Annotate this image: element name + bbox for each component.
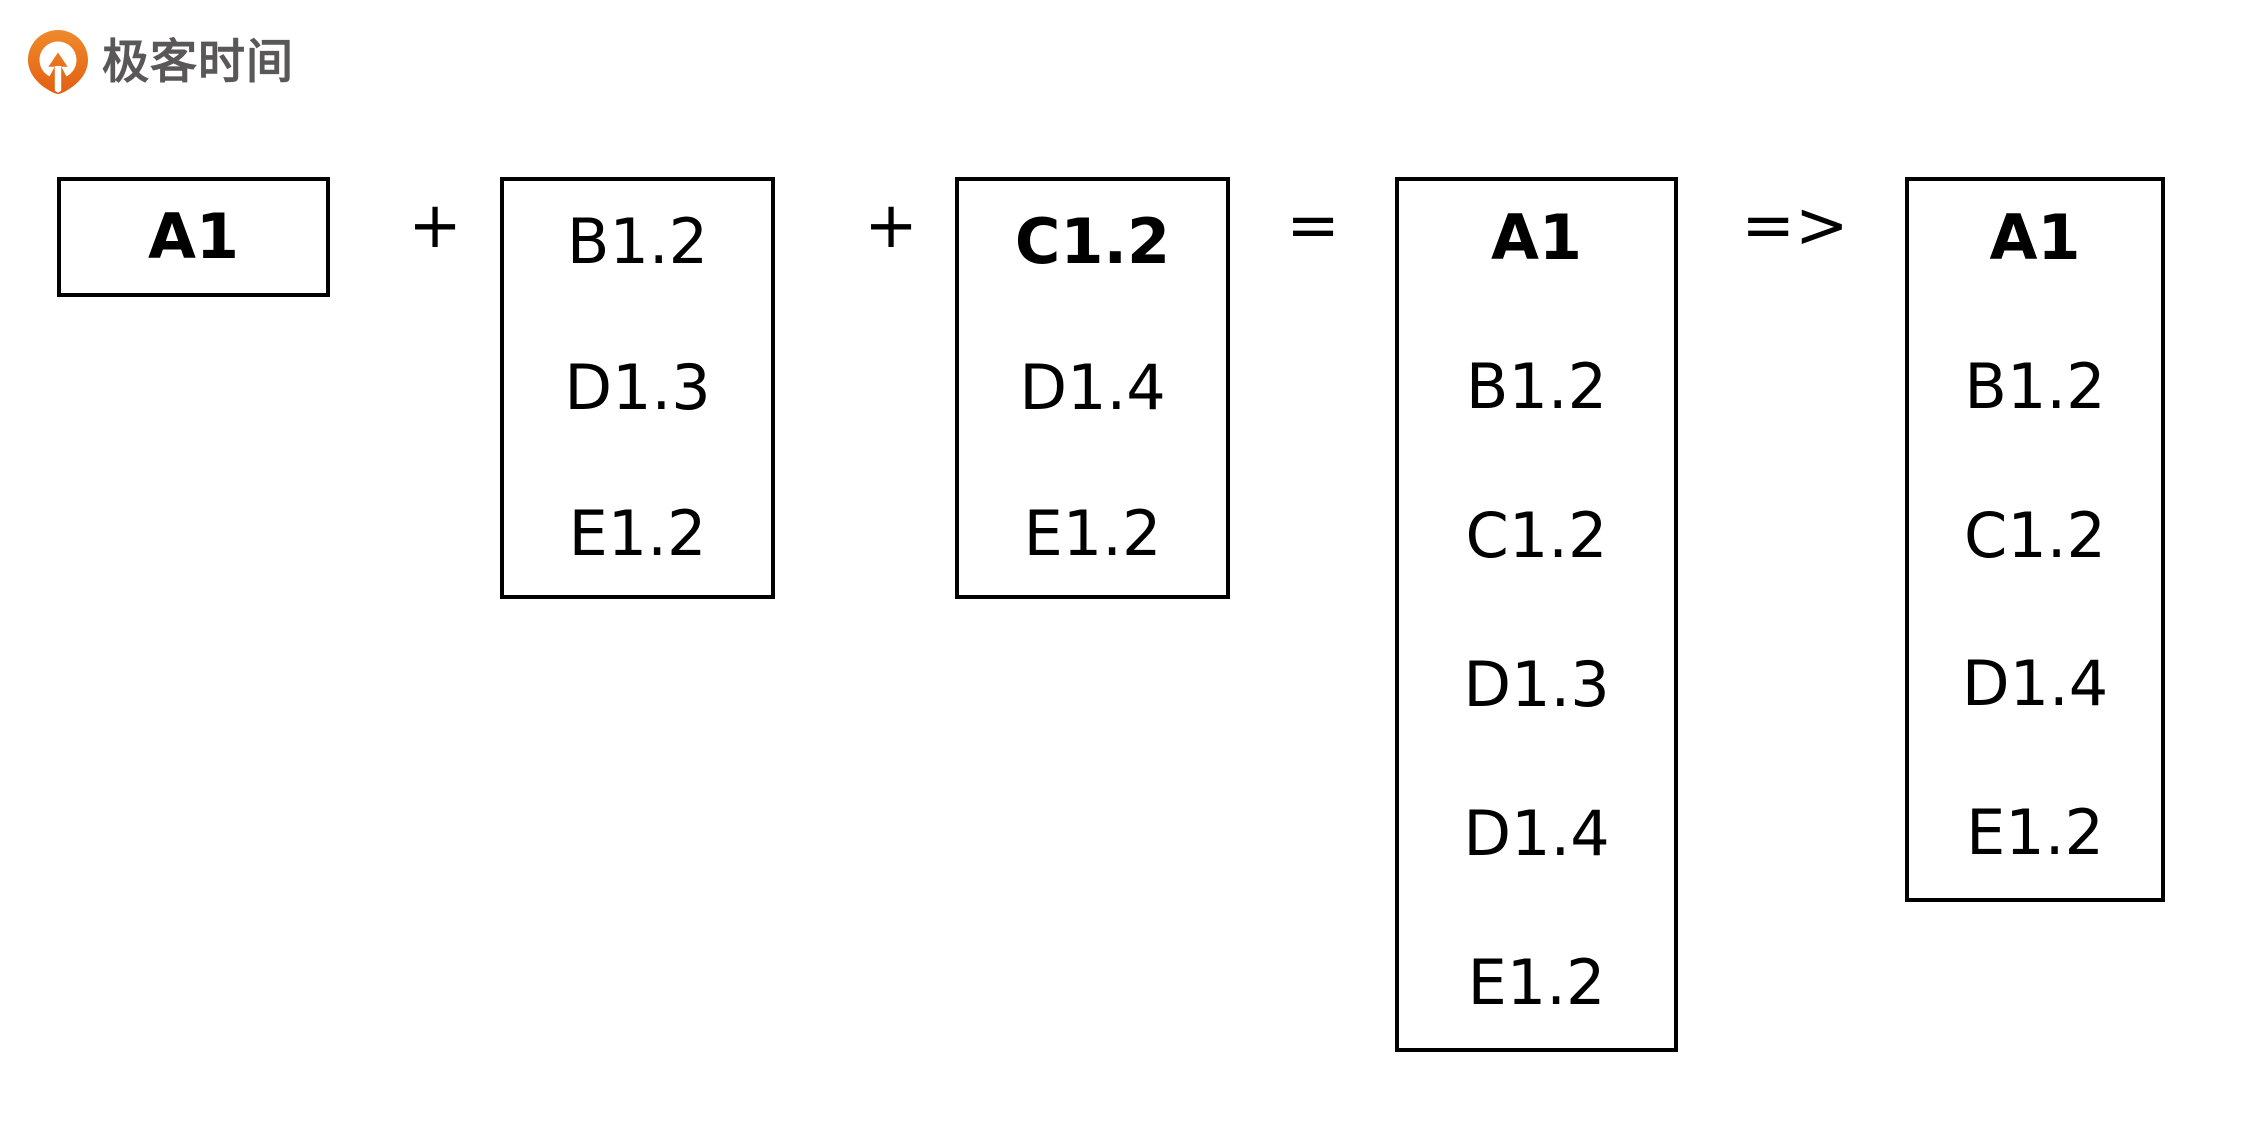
- box-cell: D1.3: [1463, 648, 1610, 721]
- box-cell: E1.2: [1966, 796, 2104, 869]
- box-cell: B1.2: [566, 205, 709, 278]
- equals-operator: =: [1286, 189, 1340, 263]
- brand-logo: 极客时间: [28, 26, 294, 98]
- box-cell: C1.2: [1465, 499, 1608, 572]
- box-cell: E1.2: [568, 497, 707, 570]
- branch-two-box: C1.2 D1.4 E1.2: [955, 177, 1230, 599]
- box-cell: D1.4: [1961, 647, 2109, 721]
- brand-name: 极客时间: [102, 34, 294, 90]
- resolved-set-box: A1 B1.2 C1.2 D1.4 E1.2: [1905, 177, 2165, 902]
- plus-operator-2: +: [864, 189, 918, 263]
- box-cell: B1.2: [1964, 349, 2106, 423]
- box-cell: A1: [1490, 201, 1583, 274]
- box-cell: D1.4: [1463, 797, 1610, 870]
- box-cell: A1: [147, 200, 240, 273]
- box-cell: D1.4: [1019, 351, 1166, 424]
- box-cell: C1.2: [1964, 498, 2106, 572]
- box-cell: A1: [1989, 201, 2081, 274]
- box-cell: B1.2: [1465, 350, 1608, 423]
- box-cell: E1.2: [1023, 497, 1162, 570]
- box-cell: D1.3: [564, 351, 711, 424]
- merged-set-box: A1 B1.2 C1.2 D1.3 D1.4 E1.2: [1395, 177, 1678, 1052]
- geektime-pin-icon: [28, 30, 88, 94]
- merge-diagram: A1 + B1.2 D1.3 E1.2 + C1.2 D1.4 E1.2 = A…: [0, 177, 2248, 1077]
- plus-operator-1: +: [408, 189, 462, 263]
- box-cell: C1.2: [1014, 205, 1171, 278]
- branch-one-box: B1.2 D1.3 E1.2: [500, 177, 775, 599]
- implies-operator: =>: [1741, 189, 1849, 263]
- base-version-box: A1: [57, 177, 330, 297]
- box-cell: E1.2: [1467, 946, 1606, 1019]
